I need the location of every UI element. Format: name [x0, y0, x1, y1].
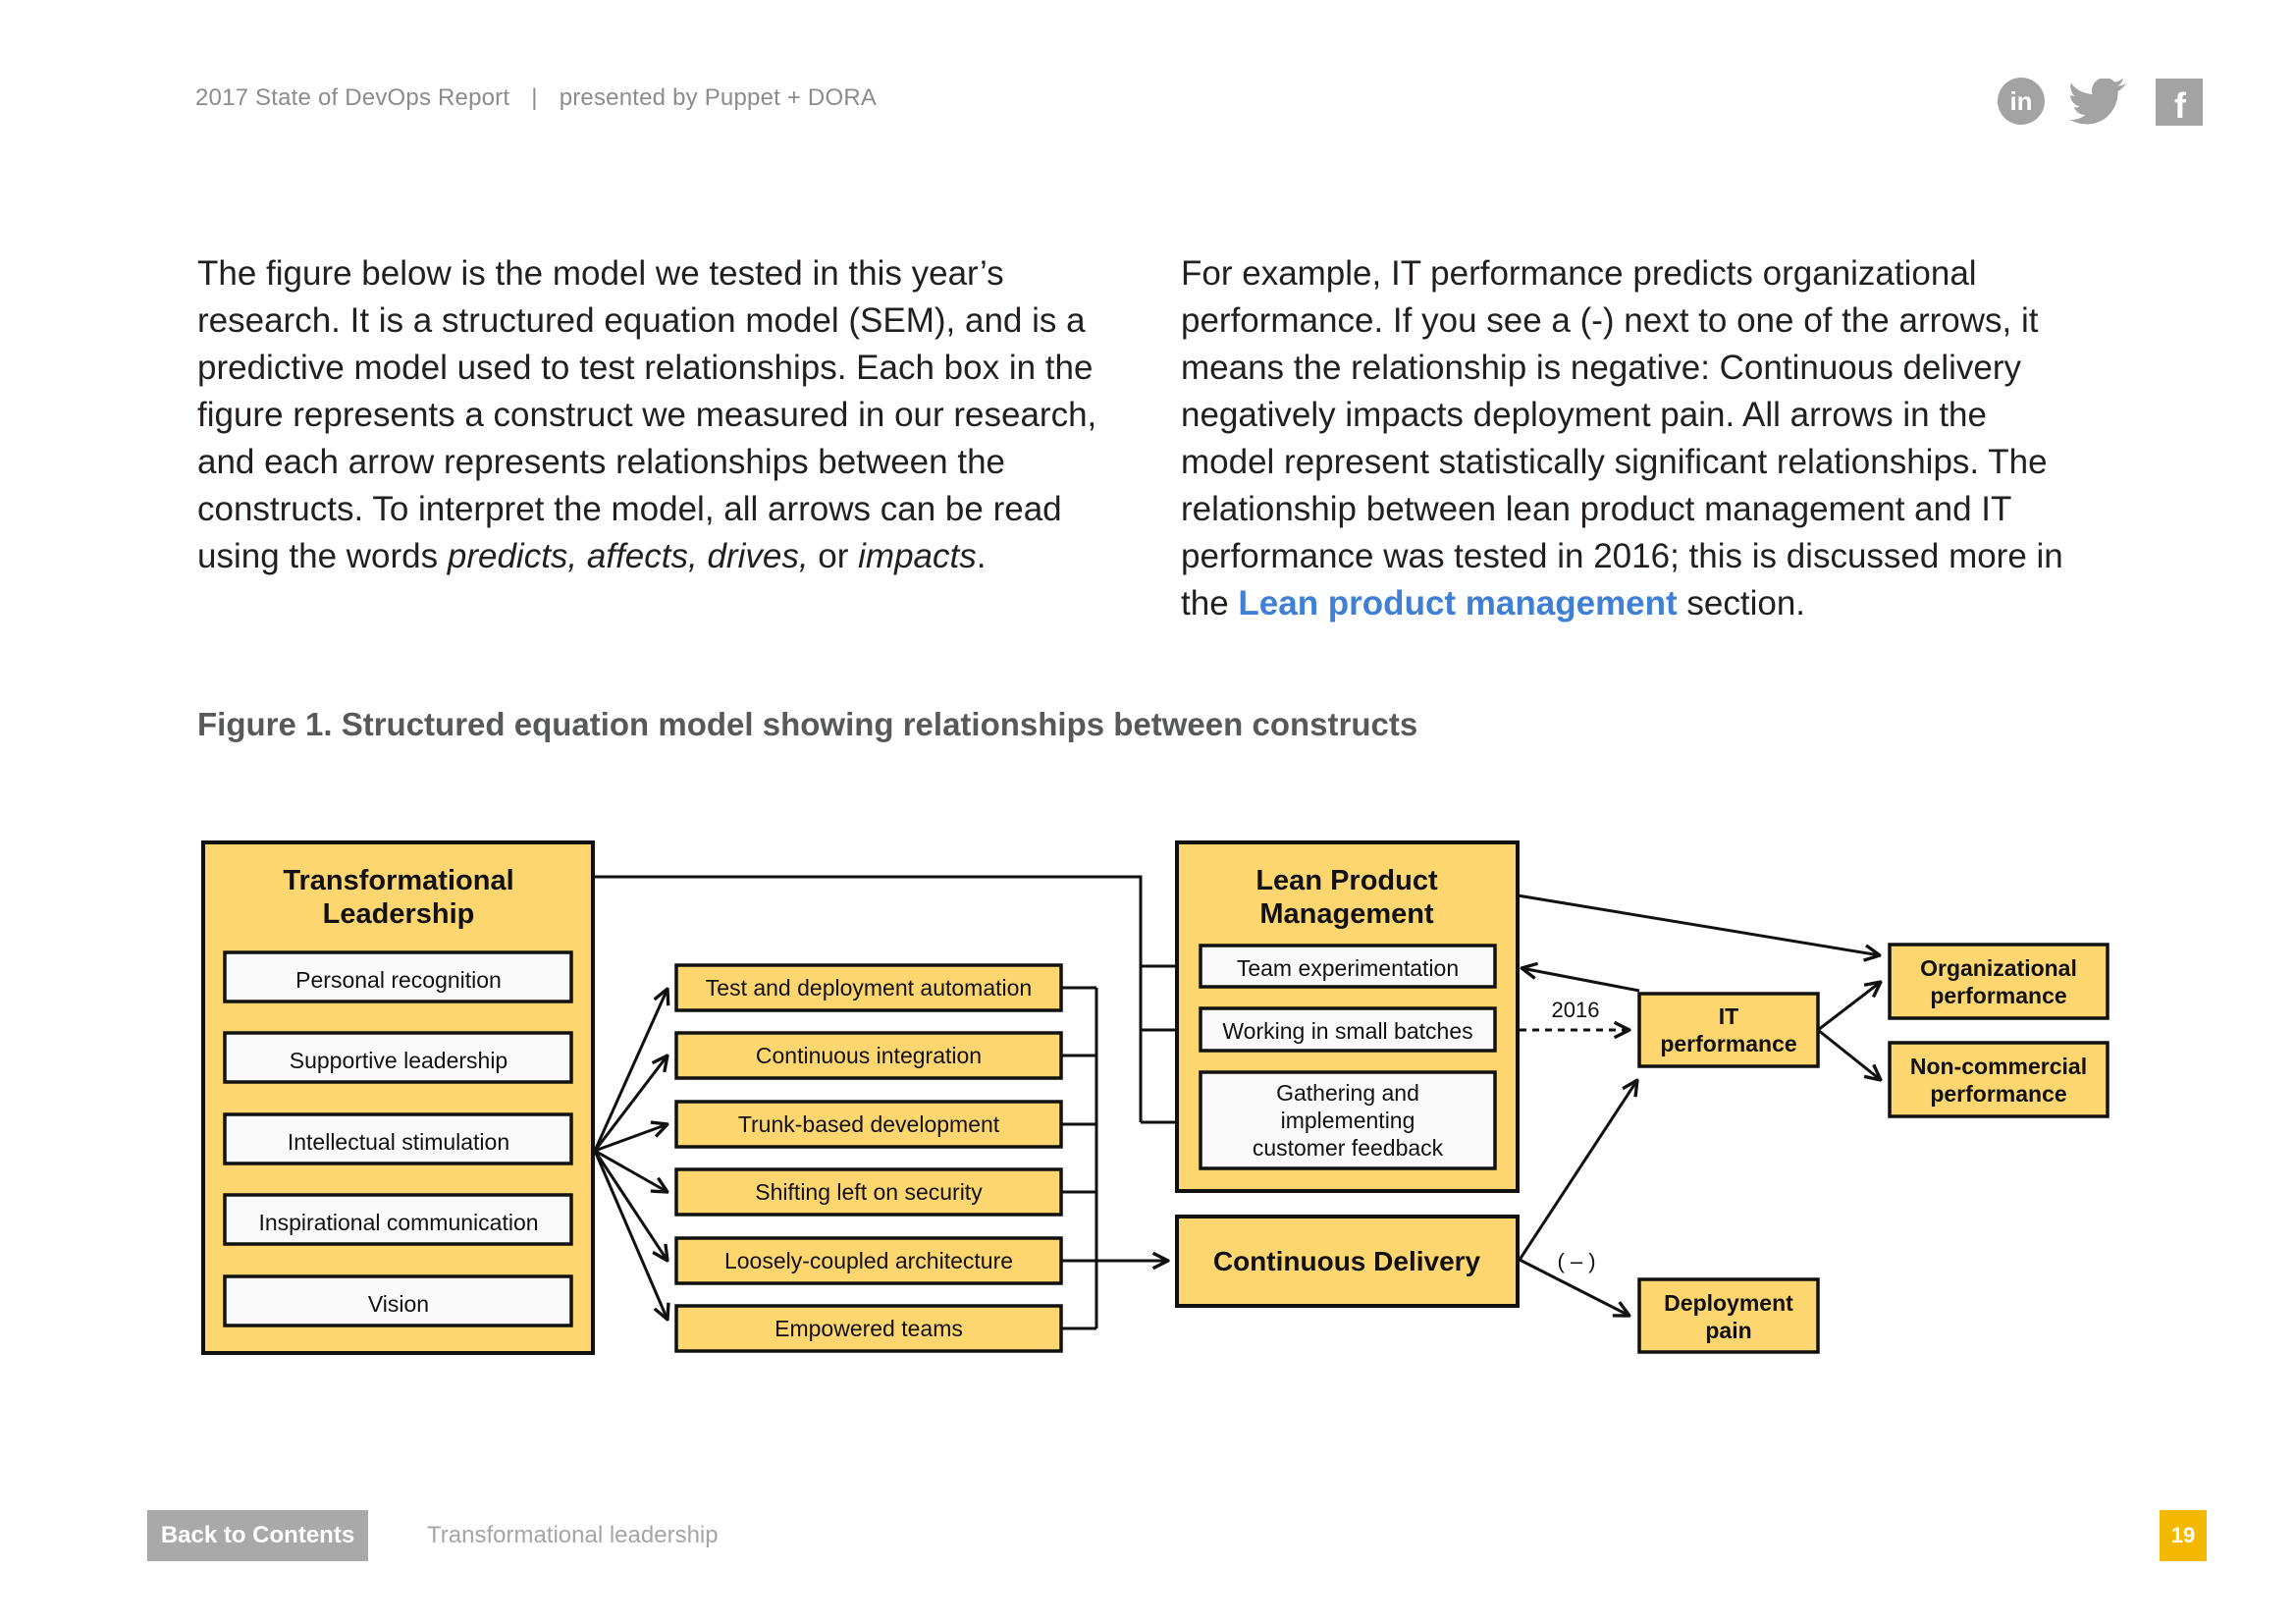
lpm-item-box [1199, 944, 1497, 989]
page-number: 19 [2160, 1510, 2207, 1561]
negative-arrow [1519, 1258, 1629, 1316]
year-2016-label: 2016 [1552, 998, 1600, 1022]
noncom-performance-line-1: Non-commercial [1910, 1054, 2087, 1079]
it-performance-line-1: IT [1719, 1003, 1738, 1029]
it-performance-line-2: performance [1660, 1031, 1796, 1056]
example-text: For example, IT performance predicts org… [1181, 254, 2063, 623]
tl-item-intellectual-stimulation: Intellectual stimulation [288, 1129, 509, 1155]
tl-item-vision: Vision [368, 1291, 429, 1317]
linkedin-glyph: in [2009, 86, 2032, 116]
arrow [1522, 968, 1640, 993]
practice-trunk-based-development: Trunk-based development [738, 1111, 1000, 1137]
arrow [594, 1124, 667, 1153]
arrow [1817, 982, 1881, 1032]
connector [593, 875, 1143, 1122]
lpm-item-box [1199, 1006, 1497, 1053]
practice-empowered-teams: Empowered teams [774, 1316, 963, 1341]
facebook-icon[interactable]: f [2156, 79, 2203, 126]
lpm-feedback-line-1: Gathering and [1276, 1080, 1419, 1106]
arrow [593, 1056, 667, 1152]
intro-end: . [976, 537, 987, 575]
lpm-feedback-line-2: implementing [1281, 1108, 1415, 1133]
facebook-glyph: f [2174, 85, 2187, 126]
transformational-leadership-box [201, 840, 595, 1355]
lpm-item-box [1199, 1070, 1497, 1170]
report-header: 2017 State of DevOps Report | presented by… [195, 84, 877, 112]
deployment-pain-line-1: Deployment [1664, 1290, 1793, 1316]
word-affects: affects, [586, 537, 698, 575]
arrow [593, 1150, 667, 1261]
tl-item-box [223, 950, 573, 1003]
arrow [593, 989, 667, 1152]
practice-box [674, 1304, 1063, 1353]
arrow [593, 1150, 667, 1320]
example-paragraph: For example, IT performance predicts org… [1181, 250, 2084, 627]
org-performance-line-2: performance [1930, 983, 2066, 1008]
it-performance-box [1637, 992, 1820, 1068]
lpm-title-1: Lean Product [1255, 865, 1438, 896]
tl-item-box [223, 1274, 573, 1327]
word-drives: drives, [707, 537, 809, 575]
tl-title-1: Transformational [283, 865, 513, 896]
tl-item-personal-recognition: Personal recognition [295, 967, 502, 993]
word-impacts: impacts [858, 537, 977, 575]
twitter-icon[interactable] [2069, 79, 2130, 126]
continuous-delivery-label: Continuous Delivery [1213, 1246, 1481, 1276]
non-commercial-performance-box [1888, 1041, 2109, 1118]
practice-box [674, 1100, 1063, 1149]
deployment-pain-line-2: pain [1705, 1318, 1751, 1343]
arrow [594, 1149, 667, 1192]
practice-box [674, 1031, 1063, 1080]
negative-label: ( – ) [1557, 1249, 1595, 1273]
tl-to-practices-arrows [593, 989, 667, 1320]
arrow [1817, 1028, 1881, 1080]
tl-item-box [223, 1112, 573, 1165]
tl-item-box [223, 1031, 573, 1084]
org-performance-line-1: Organizational [1920, 955, 2077, 981]
practice-shifting-left-security: Shifting left on security [755, 1179, 983, 1205]
outcome-arrows [1517, 893, 1881, 1316]
organizational-performance-box [1888, 943, 2109, 1020]
header-separator: | [531, 84, 538, 111]
practice-box [674, 1167, 1063, 1217]
arrow [1518, 1080, 1637, 1261]
tl-item-supportive-leadership: Supportive leadership [290, 1048, 507, 1073]
presented-by: presented by Puppet + DORA [559, 84, 878, 111]
report-title: 2017 State of DevOps Report [195, 84, 510, 111]
word-or: or [818, 537, 849, 575]
practice-continuous-integration: Continuous integration [756, 1043, 982, 1068]
intro-lead: The figure below is the model we tested … [197, 254, 1097, 575]
linkedin-icon[interactable]: in [1997, 77, 2046, 126]
practices-to-cd-connector [1061, 986, 1168, 1330]
word-predicts: predicts, [447, 537, 578, 575]
example-after: section. [1677, 584, 1806, 623]
tl-item-inspirational-communication: Inspirational communication [258, 1210, 538, 1235]
practice-loosely-coupled-architecture: Loosely-coupled architecture [724, 1248, 1013, 1273]
noncom-performance-line-2: performance [1930, 1081, 2066, 1107]
section-link[interactable]: Transformational leadership [427, 1522, 719, 1548]
tl-title-2: Leadership [323, 898, 475, 930]
practice-test-deployment-automation: Test and deployment automation [706, 975, 1032, 1001]
lpm-title-2: Management [1259, 898, 1434, 930]
deployment-pain-box [1637, 1277, 1820, 1354]
lpm-item-small-batches: Working in small batches [1222, 1018, 1472, 1044]
back-to-contents-button[interactable]: Back to Contents [147, 1510, 368, 1561]
lpm-feedback-line-3: customer feedback [1253, 1135, 1444, 1161]
intro-paragraph: The figure below is the model we tested … [197, 250, 1110, 580]
continuous-delivery-box [1175, 1215, 1520, 1308]
arrow [1517, 893, 1880, 955]
tl-item-box [223, 1193, 573, 1246]
lpm-item-team-experimentation: Team experimentation [1237, 955, 1459, 981]
figure-title: Figure 1. Structured equation model show… [197, 706, 1418, 742]
lean-product-management-link[interactable]: Lean product management [1238, 584, 1678, 623]
